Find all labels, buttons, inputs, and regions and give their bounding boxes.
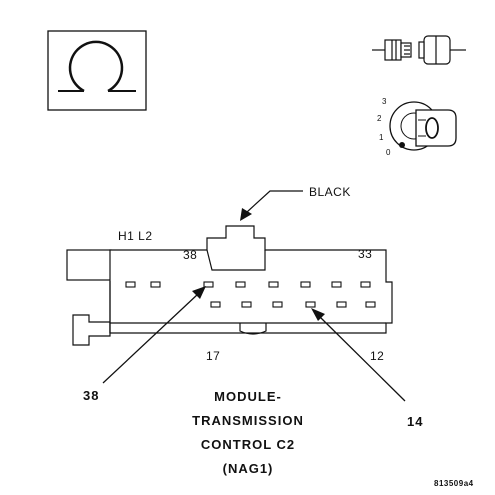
cavity (210, 301, 221, 308)
cavity-row-top (125, 281, 371, 288)
cavity (336, 301, 347, 308)
callout-label-14: 14 (407, 414, 423, 429)
cavity (150, 281, 161, 288)
cavity (331, 281, 342, 288)
callout-arrow-14 (311, 308, 406, 402)
title-line-3: CONTROL C2 (201, 437, 295, 452)
ignition-position-1: 1 (379, 133, 384, 142)
cavity (268, 281, 279, 288)
cavity (365, 301, 376, 308)
cavity-group-label: H1 L2 (118, 229, 153, 243)
connector-title: MODULE- TRANSMISSION CONTROL C2 (NAG1) (192, 389, 304, 476)
title-line-1: MODULE- (214, 389, 282, 404)
cavity (125, 281, 136, 288)
callout-label-38: 38 (83, 388, 99, 403)
cavity (203, 281, 214, 288)
cavity (360, 281, 371, 288)
figure-code: 813509a4 (434, 479, 474, 488)
cavity (235, 281, 246, 288)
connector-body (66, 225, 393, 346)
wire-color-label: BLACK (309, 185, 351, 199)
connector-plug-icon (372, 35, 466, 65)
pin-label-12: 12 (370, 349, 384, 363)
title-line-2: TRANSMISSION (192, 413, 304, 428)
black-leader-arrow (240, 190, 303, 221)
ignition-position-2: 2 (377, 114, 382, 123)
ignition-key-icon: 3 2 1 0 (377, 97, 457, 157)
cavity-row-bottom (210, 301, 376, 308)
pin-label-33: 33 (358, 247, 372, 261)
ground-symbol-icon (47, 30, 147, 111)
cavity (241, 301, 252, 308)
pin-label-17: 17 (206, 349, 220, 363)
cavity (300, 281, 311, 288)
ignition-position-0: 0 (386, 148, 391, 157)
title-line-4: (NAG1) (223, 461, 274, 476)
cavity (272, 301, 283, 308)
ignition-position-3: 3 (382, 97, 387, 106)
pin-label-38: 38 (183, 248, 197, 262)
callout-arrow-38 (102, 286, 206, 384)
cavity (305, 301, 316, 308)
